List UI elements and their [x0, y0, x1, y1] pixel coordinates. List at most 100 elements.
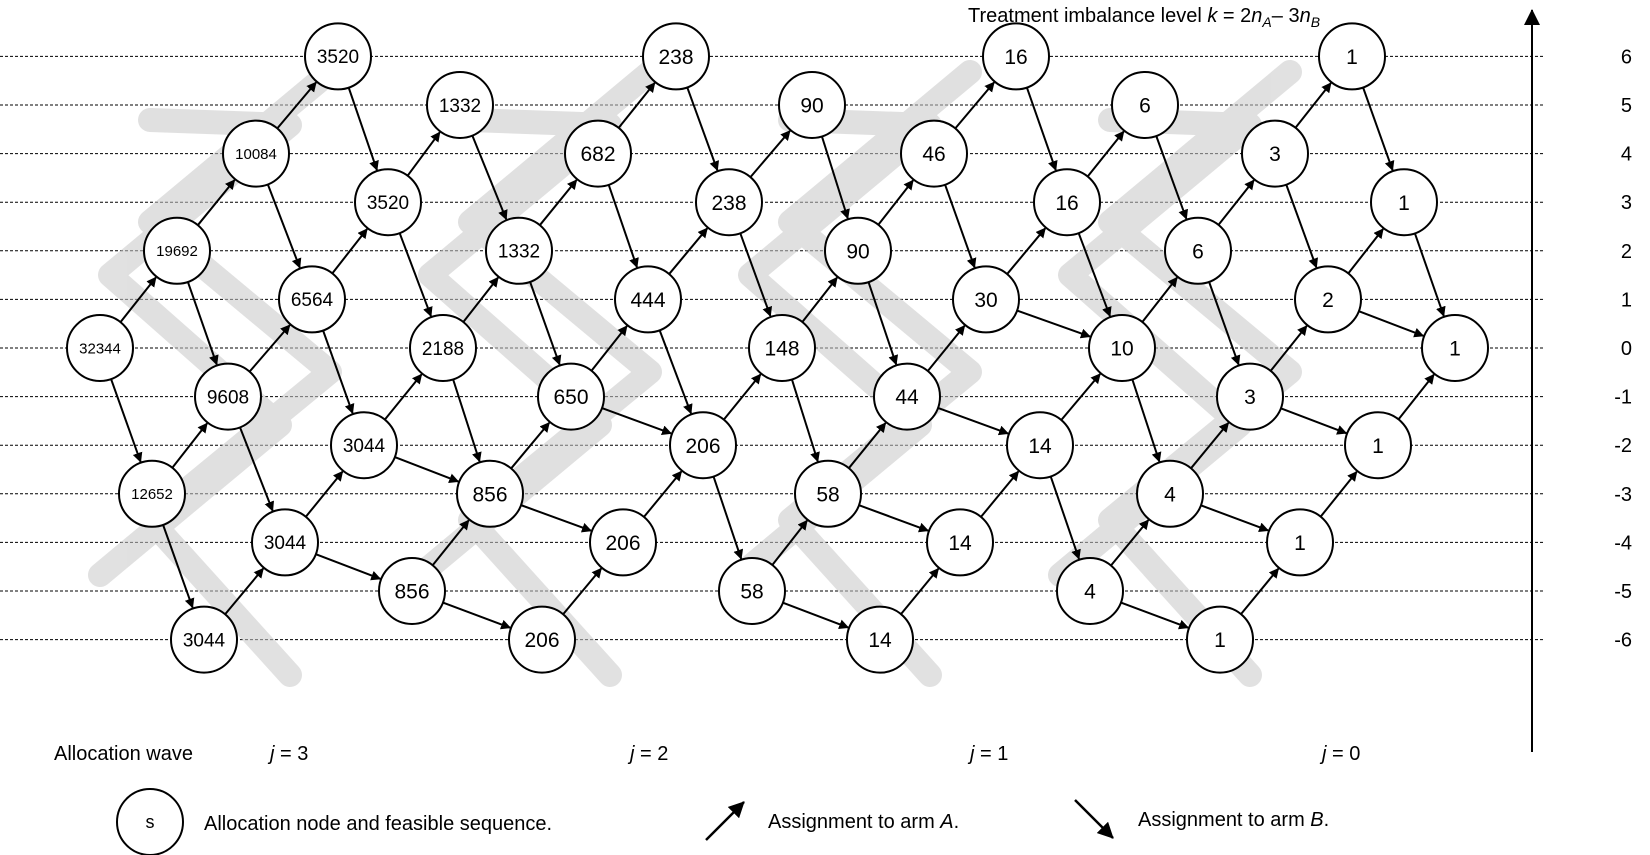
arm-a-arrow: [723, 373, 762, 421]
allocation-node: 16: [1033, 168, 1101, 237]
arm-b-arrow: [1280, 407, 1348, 435]
allocation-node: 30: [952, 265, 1020, 334]
arm-b-arrow: [790, 379, 820, 463]
arm-b-arrow: [186, 281, 219, 366]
node-circle: [456, 459, 524, 528]
allocation-node: 2188: [409, 314, 477, 382]
arm-b-arrow: [347, 87, 379, 171]
arm-a-arrow: [927, 325, 966, 372]
node-value: 1: [1214, 629, 1226, 652]
node-value: 30: [974, 289, 997, 312]
arm-a-arrow: [331, 228, 368, 275]
allocation-node: 1: [1186, 605, 1254, 674]
allocation-wave-label: Allocation wave: [54, 743, 193, 765]
node-value: 14: [868, 629, 892, 652]
allocation-node: 1: [1421, 314, 1489, 382]
allocation-node: 1: [1266, 508, 1334, 577]
node-value: 206: [605, 532, 640, 555]
arm-b-arrow: [820, 136, 850, 220]
node-circle: [278, 265, 346, 334]
allocation-node: 682: [564, 119, 632, 188]
arm-a-arrow: [510, 421, 551, 470]
allocation-node: 6: [1111, 71, 1179, 139]
arm-a-arrow: [1240, 567, 1280, 615]
arm-a-arrow: [1190, 422, 1230, 469]
allocation-node: 206: [669, 411, 737, 480]
node-circle: [409, 314, 477, 382]
wave-label-j3: j = 3: [267, 743, 308, 765]
node-value: 3520: [317, 47, 359, 68]
arm-a-arrow: [224, 567, 265, 615]
wave-label-j1: j = 1: [967, 743, 1008, 765]
node-circle: [1164, 216, 1232, 285]
arm-a-arrow: [305, 470, 344, 518]
arm-a-arrow: [617, 82, 656, 129]
allocation-node: 46: [900, 119, 968, 188]
node-circle: [873, 362, 941, 431]
allocation-node: 10: [1088, 314, 1156, 382]
allocation-node: 90: [824, 216, 892, 285]
allocation-node: 1: [1344, 411, 1412, 480]
node-value: 6564: [291, 290, 334, 311]
node-circle: [485, 216, 553, 285]
node-circle: [669, 411, 737, 480]
level-tick-label: 1: [1621, 289, 1632, 311]
node-value: 3520: [367, 193, 409, 214]
arm-a-arrow: [801, 276, 838, 323]
level-tick-label: -1: [1614, 387, 1632, 409]
level-tick-label: 5: [1621, 95, 1632, 117]
allocation-node: 1: [1370, 168, 1438, 237]
allocation-node: 3: [1216, 362, 1284, 431]
node-value: 44: [895, 386, 919, 409]
node-circle: [900, 119, 968, 188]
arm-a-arrow: [1086, 130, 1125, 178]
node-value: 6: [1139, 95, 1151, 118]
arm-a-arrow: [980, 470, 1020, 518]
node-value: 58: [816, 483, 839, 506]
allocation-node: 16: [982, 22, 1050, 91]
arm-b-arrow: [266, 184, 302, 269]
node-value: 856: [394, 581, 429, 604]
allocation-node: 6: [1164, 216, 1232, 285]
allocation-node: 206: [589, 508, 657, 577]
arm-b-arrow: [1358, 310, 1425, 338]
node-value: 4: [1084, 581, 1096, 604]
node-circle: [304, 22, 372, 91]
node-circle: [1088, 314, 1156, 382]
arm-b-arrow: [239, 426, 275, 512]
node-circle: [982, 22, 1050, 91]
node-value: 1: [1372, 435, 1384, 458]
arm-a-arrow: [1217, 179, 1255, 226]
node-circle: [66, 314, 134, 382]
node-value: 238: [711, 192, 746, 215]
node-circle: [1294, 265, 1362, 334]
node-value: 856: [472, 483, 507, 506]
node-value: 1: [1294, 532, 1306, 555]
arm-a-arrow: [562, 567, 603, 615]
allocation-node: 10084: [222, 119, 290, 188]
arm-b-arrow: [944, 184, 977, 269]
node-circle: [354, 168, 422, 237]
arm-a-arrow: [197, 179, 236, 226]
legend-arm-b-arrow: [1074, 799, 1114, 839]
node-value: 46: [922, 143, 945, 166]
arm-b-arrow: [1362, 87, 1395, 172]
allocation-node: 238: [695, 168, 763, 237]
arm-b-arrow: [1208, 281, 1241, 366]
legend-arm-a-arrow: [705, 801, 745, 841]
level-tick-label: 4: [1621, 144, 1632, 166]
legend: s Allocation node and feasible sequence.…: [116, 788, 1329, 855]
arm-b-arrow: [1285, 184, 1319, 269]
level-tick-label: -4: [1614, 532, 1632, 554]
node-value: 148: [764, 338, 799, 361]
node-circle: [718, 557, 786, 625]
node-value: 206: [685, 435, 720, 458]
allocation-node: 14: [846, 605, 914, 674]
node-circle: [143, 216, 211, 285]
arm-b-arrow: [1155, 135, 1189, 220]
level-tick-label: -3: [1614, 484, 1632, 506]
arm-b-arrow: [782, 601, 850, 630]
allocation-node: 9608: [194, 362, 262, 431]
node-circle: [846, 605, 914, 674]
arm-b-arrow: [1120, 601, 1190, 630]
